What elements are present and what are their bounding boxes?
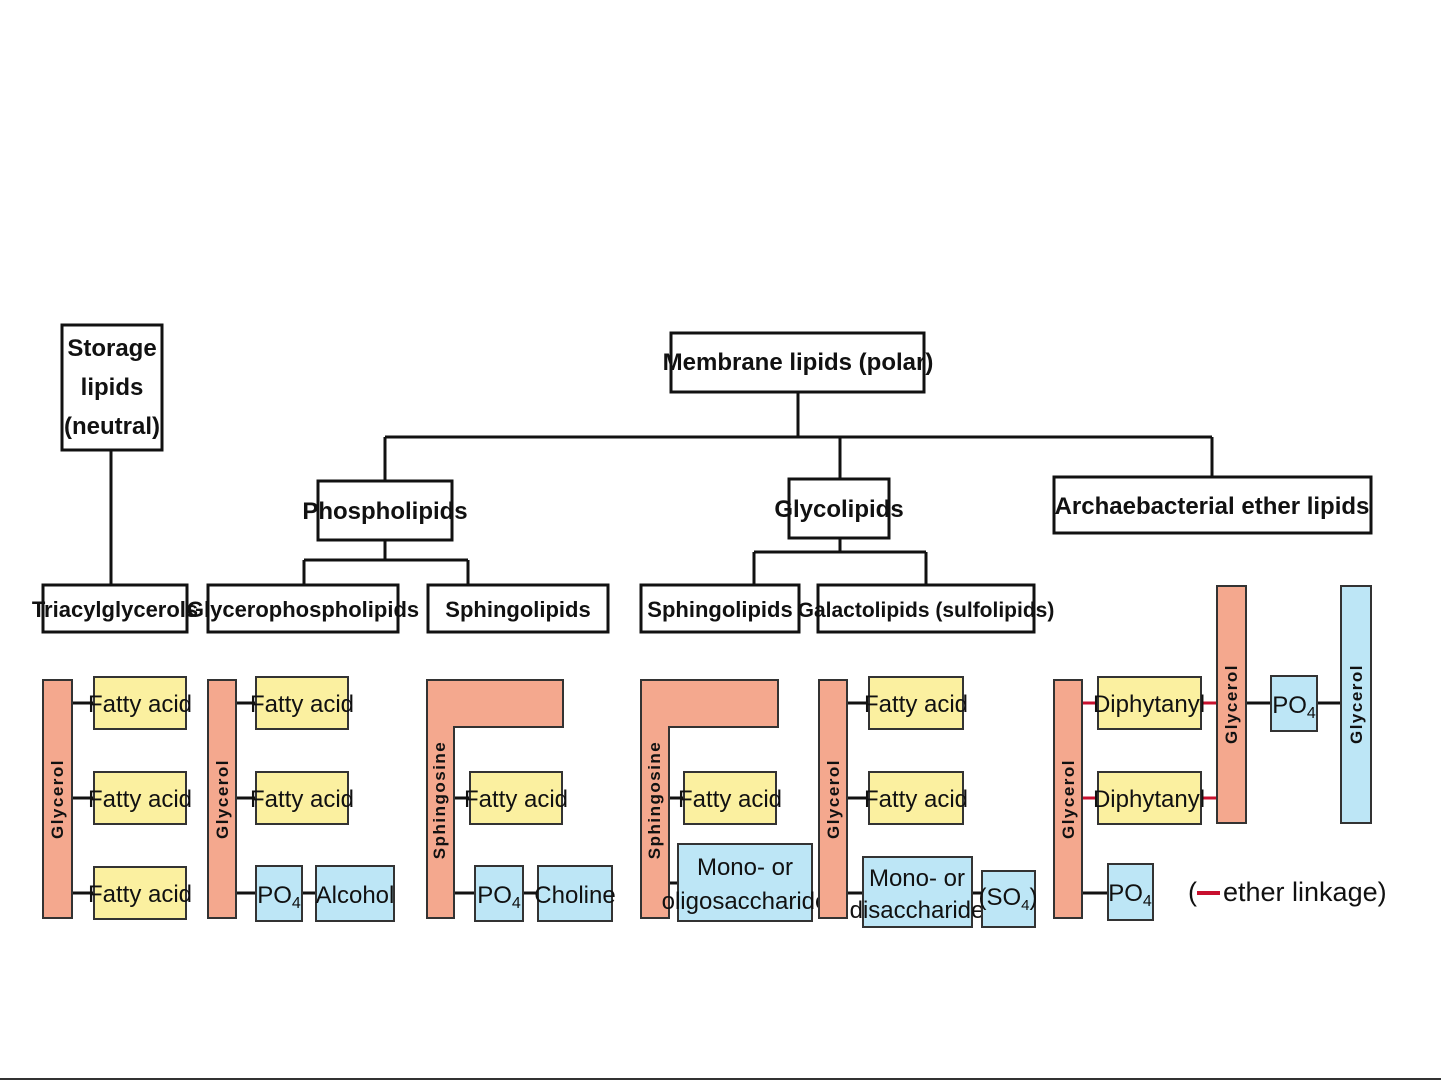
svg-text:Fatty acid: Fatty acid	[88, 786, 192, 813]
svg-text:Mono- or: Mono- or	[869, 865, 965, 892]
membrane-lipids-label: Membrane lipids (polar)	[663, 349, 934, 376]
triacylglycerols-label: Triacylglycerols	[32, 597, 198, 622]
legend-text: ether linkage)	[1223, 877, 1387, 907]
svg-text:Glycerol: Glycerol	[213, 759, 232, 839]
legend-open-paren: (	[1188, 877, 1197, 907]
svg-text:Fatty acid: Fatty acid	[250, 786, 354, 813]
svg-text:oligosaccharide: oligosaccharide	[662, 888, 829, 915]
header-labels: Storage lipids (neutral) Membrane lipids…	[32, 335, 1370, 622]
svg-text:Fatty acid: Fatty acid	[864, 786, 968, 813]
svg-text:Fatty acid: Fatty acid	[464, 786, 568, 813]
svg-text:Fatty acid: Fatty acid	[864, 691, 968, 718]
so4-block	[981, 870, 1036, 928]
storage-lipids-label-2: lipids	[81, 374, 144, 401]
sphingosine-block	[640, 679, 779, 919]
svg-text:Sphingosine: Sphingosine	[645, 741, 664, 860]
svg-text:PO4: PO4	[1272, 692, 1316, 722]
svg-text:Glycerol: Glycerol	[1347, 664, 1366, 744]
svg-text:Glycerol: Glycerol	[1059, 759, 1078, 839]
po4-block	[255, 865, 303, 922]
glycosphingolipid-structure: Sphingosine Fatty acid Mono- or oligosac…	[640, 679, 829, 922]
fatty-acid-block	[93, 676, 187, 730]
sphingolipids-label-2: Sphingolipids	[647, 597, 792, 622]
fatty-acid-block	[93, 771, 187, 825]
fatty-acid-block	[868, 771, 964, 825]
svg-text:Diphytanyl: Diphytanyl	[1093, 786, 1205, 813]
header-boxes	[41, 323, 1373, 634]
svg-text:Fatty acid: Fatty acid	[88, 881, 192, 908]
diphytanyl-block	[1097, 771, 1202, 825]
svg-text:Choline: Choline	[534, 882, 615, 909]
svg-text:Glycerol: Glycerol	[824, 759, 843, 839]
disaccharide-block	[862, 856, 973, 928]
fatty-acid-block	[683, 771, 777, 825]
fatty-acid-block	[868, 676, 964, 730]
svg-text:PO4: PO4	[1108, 880, 1152, 910]
phospholipids-label: Phospholipids	[302, 498, 467, 525]
svg-text:PO4: PO4	[477, 882, 521, 912]
fatty-acid-block	[469, 771, 563, 825]
fatty-acid-block	[93, 866, 187, 920]
glycerol-block	[207, 679, 237, 919]
sphingolipids-label: Sphingolipids	[445, 597, 590, 622]
storage-lipids-label-3: (neutral)	[64, 413, 160, 440]
svg-text:disaccharide: disaccharide	[850, 897, 985, 924]
galactolipids-label: Galactolipids (sulfolipids)	[798, 599, 1055, 622]
archaebacterial-ether-lipids-label: Archaebacterial ether lipids	[1055, 493, 1370, 520]
svg-text:Fatty acid: Fatty acid	[250, 691, 354, 718]
choline-block	[537, 865, 613, 922]
svg-text:PO4: PO4	[257, 882, 301, 912]
po4-block	[1270, 675, 1318, 732]
glycerol-block	[1216, 585, 1247, 824]
triacylglycerol-structure: Glycerol Fatty acid Fatty acid Fatty aci…	[42, 676, 192, 920]
glycerol-block	[1053, 679, 1083, 919]
po4-block	[1107, 863, 1154, 921]
glycerol-block	[42, 679, 73, 919]
svg-text:Fatty acid: Fatty acid	[678, 786, 782, 813]
glycerophospholipid-structure: Glycerol Fatty acid Fatty acid PO4 Alcoh…	[207, 676, 395, 922]
glycerol-block	[818, 679, 848, 919]
svg-text:(SO4): (SO4)	[978, 884, 1037, 914]
diphytanyl-block	[1097, 676, 1202, 730]
sphingophospholipid-structure: Sphingosine Fatty acid PO4 Choline	[426, 679, 616, 922]
fatty-acid-block	[255, 771, 349, 825]
oligosaccharide-block	[677, 843, 813, 922]
alcohol-block	[315, 865, 395, 922]
svg-text:Diphytanyl: Diphytanyl	[1093, 691, 1205, 718]
fatty-acid-block	[255, 676, 349, 730]
po4-block	[474, 865, 524, 922]
svg-text:Glycerol: Glycerol	[48, 759, 67, 839]
tree-connectors	[109, 392, 1214, 585]
galactolipid-structure: Glycerol Fatty acid Fatty acid Mono- or …	[818, 676, 1038, 928]
glycerophospholipids-label: Glycerophospholipids	[187, 597, 419, 622]
sphingosine-block	[426, 679, 564, 919]
svg-text:Glycerol: Glycerol	[1222, 664, 1241, 744]
glycolipids-label: Glycolipids	[774, 496, 903, 523]
storage-lipids-label: Storage	[67, 335, 156, 362]
svg-text:Sphingosine: Sphingosine	[430, 741, 449, 860]
svg-text:Fatty acid: Fatty acid	[88, 691, 192, 718]
bottom-divider	[0, 1078, 1441, 1080]
svg-text:Alcohol: Alcohol	[316, 882, 395, 909]
glycerol-block	[1340, 585, 1372, 824]
svg-text:Mono- or: Mono- or	[697, 854, 793, 881]
archaebacterial-lipid-structure: Glycerol Diphytanyl Diphytanyl PO4 Glyce…	[1053, 585, 1372, 921]
ether-linkage-legend: ( ether linkage)	[1188, 877, 1387, 907]
